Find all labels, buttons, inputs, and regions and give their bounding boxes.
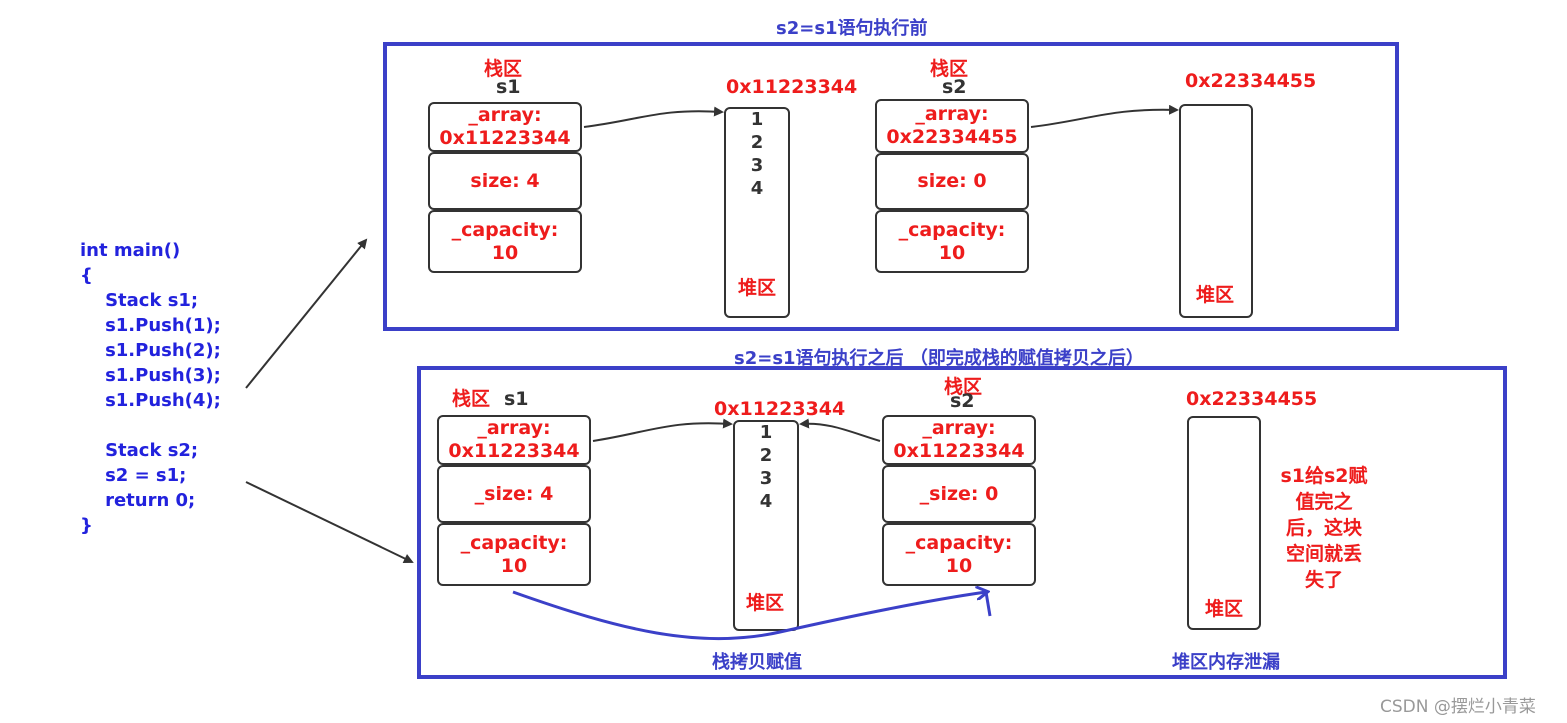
top-title: s2=s1语句执行前 <box>776 18 928 39</box>
code-line: Stack s1; <box>80 290 199 311</box>
top-heap1-block <box>724 107 790 318</box>
array-value: 0x11223344 <box>439 127 571 149</box>
top-heap1-label: 堆区 <box>738 277 777 299</box>
bottom-heap1-label: 堆区 <box>746 592 785 614</box>
array-label: _array: <box>477 417 551 439</box>
bottom-heap1-block <box>733 420 799 631</box>
array-label: _array: <box>922 417 996 439</box>
note-line: s1给s2赋 <box>1280 465 1368 487</box>
bottom-s1-pointer-arrow <box>592 418 733 442</box>
capacity-label: _capacity: <box>451 218 559 241</box>
top-s2-size-cell: size: 0 <box>875 153 1029 210</box>
top-heap2-block <box>1179 104 1253 318</box>
top-s1-capacity-cell: _capacity: 10 <box>428 210 582 273</box>
copy-arc-tail <box>984 591 992 617</box>
code-line: return 0; <box>80 490 196 511</box>
bottom-heap2-address: 0x22334455 <box>1186 388 1318 410</box>
top-heap1-values: 1 2 3 4 <box>724 108 790 200</box>
top-heap2-address: 0x22334455 <box>1185 70 1317 92</box>
bottom-s1-size-cell: _size: 4 <box>437 465 591 523</box>
code-line: { <box>80 265 93 286</box>
bottom-s2-name: s2 <box>950 390 975 412</box>
code-line: s2 = s1; <box>80 465 187 486</box>
code-line: int main() <box>80 240 181 261</box>
bottom-frame <box>417 366 1507 679</box>
watermark: CSDN @摆烂小青菜 <box>1380 697 1536 717</box>
capacity-label: _capacity: <box>898 218 1006 241</box>
array-label: _array: <box>468 104 542 126</box>
heap-value: 1 <box>750 109 764 130</box>
code-block: int main() { Stack s1; s1.Push(1); s1.Pu… <box>80 238 221 538</box>
bottom-s1-capacity-cell: _capacity: 10 <box>437 523 591 586</box>
size-text: _size: 4 <box>474 482 554 505</box>
code-line: } <box>80 515 93 536</box>
bottom-heap1-address: 0x11223344 <box>714 398 846 420</box>
heap-value: 3 <box>750 155 764 176</box>
heap-value: 2 <box>750 132 764 153</box>
heap-value: 4 <box>759 491 773 512</box>
top-s2-stack-label: 栈区 <box>930 58 969 80</box>
size-text: size: 4 <box>470 169 540 192</box>
bottom-s1-stack-label: 栈区 <box>452 388 491 410</box>
array-value: 0x22334455 <box>886 126 1018 148</box>
top-frame <box>383 42 1399 331</box>
array-label: _array: <box>915 103 989 125</box>
bottom-heap1-values: 1 2 3 4 <box>733 421 799 513</box>
code-line: s1.Push(2); <box>80 340 221 361</box>
bottom-s1-array-cell: _array: 0x11223344 <box>437 415 591 465</box>
heap-value: 4 <box>750 178 764 199</box>
copy-arc-arrow <box>512 592 986 641</box>
leak-caption: 堆区内存泄漏 <box>1172 652 1280 673</box>
heap-value: 2 <box>759 445 773 466</box>
top-s1-pointer-arrow <box>583 106 724 128</box>
note-line: 值完之 <box>1295 491 1353 513</box>
size-text: _size: 0 <box>919 482 999 505</box>
lost-memory-note: s1给s2赋 值完之 后，这块 空间就丢 失了 <box>1278 463 1370 593</box>
bottom-heap2-label: 堆区 <box>1205 598 1244 620</box>
top-s1-size-cell: size: 4 <box>428 152 582 210</box>
code-line: Stack s2; <box>80 440 199 461</box>
bottom-title: s2=s1语句执行之后 （即完成栈的赋值拷贝之后） <box>734 348 1144 369</box>
copy-caption: 栈拷贝赋值 <box>708 648 808 678</box>
array-value: 0x11223344 <box>893 440 1025 462</box>
top-s2-pointer-arrow <box>1030 104 1179 128</box>
code-line: s1.Push(3); <box>80 365 221 386</box>
top-s2-array-cell: _array: 0x22334455 <box>875 99 1029 153</box>
top-s2-name: s2 <box>942 76 967 98</box>
capacity-label: _capacity: <box>905 531 1013 554</box>
top-s1-name: s1 <box>496 76 521 98</box>
bottom-s2-array-cell: _array: 0x11223344 <box>882 415 1036 465</box>
note-line: 后，这块 <box>1285 517 1362 539</box>
capacity-label: _capacity: <box>460 531 568 554</box>
code-line: s1.Push(4); <box>80 390 221 411</box>
bottom-s1-name: s1 <box>504 388 529 410</box>
capacity-value: 10 <box>945 554 973 577</box>
bottom-s2-size-cell: _size: 0 <box>882 465 1036 523</box>
top-heap2-label: 堆区 <box>1196 284 1235 306</box>
heap-value: 1 <box>759 422 773 443</box>
capacity-value: 10 <box>491 241 519 264</box>
array-value: 0x11223344 <box>448 440 580 462</box>
code-to-top-arrow <box>245 238 368 389</box>
top-s1-array-cell: _array: 0x11223344 <box>428 102 582 152</box>
note-line: 空间就丢 <box>1285 543 1362 565</box>
bottom-s2-pointer-arrow <box>799 418 881 442</box>
note-line: 失了 <box>1304 569 1343 591</box>
code-to-bottom-arrow <box>245 481 414 564</box>
top-heap1-address: 0x11223344 <box>726 76 858 98</box>
capacity-value: 10 <box>500 554 528 577</box>
bottom-s2-stack-label: 栈区 <box>944 376 983 398</box>
top-s2-capacity-cell: _capacity: 10 <box>875 210 1029 273</box>
bottom-s2-capacity-cell: _capacity: 10 <box>882 523 1036 586</box>
code-line: s1.Push(1); <box>80 315 221 336</box>
heap-value: 3 <box>759 468 773 489</box>
top-s1-stack-label: 栈区 <box>484 58 523 80</box>
size-text: size: 0 <box>917 170 987 192</box>
bottom-heap2-block <box>1187 416 1261 630</box>
capacity-value: 10 <box>938 241 966 264</box>
